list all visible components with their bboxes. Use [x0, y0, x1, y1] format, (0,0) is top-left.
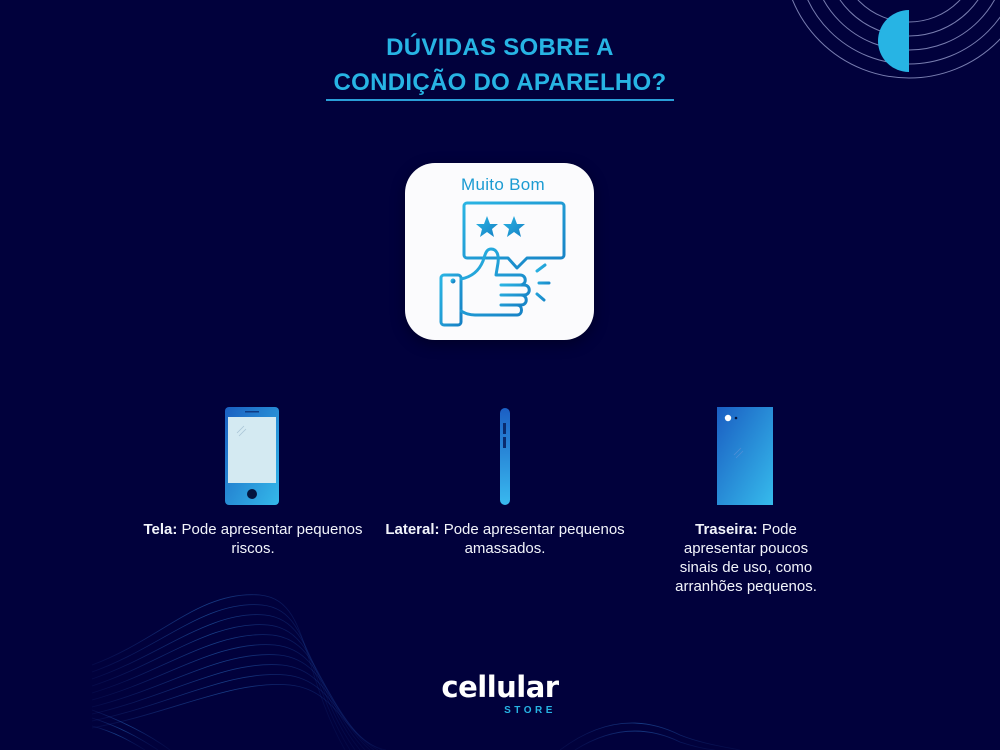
feature-back-title: Traseira:	[695, 521, 758, 538]
brand-name: cellular	[441, 670, 559, 704]
feature-back: Traseira: Pode apresentar poucos sinais …	[626, 405, 866, 596]
feature-side-title: Lateral:	[385, 521, 440, 538]
headline: DÚVIDAS SOBRE A CONDIÇÃO DO APARELHO?	[0, 30, 1000, 100]
feature-side-text: Lateral: Pode apresentar pequenos amassa…	[385, 520, 625, 558]
feature-back-body: Pode apresentar poucos sinais de uso, co…	[675, 521, 817, 595]
feature-side-body: Pode apresentar pequenos amassados.	[443, 521, 625, 557]
feature-screen-title: Tela:	[143, 521, 178, 538]
headline-line-1: DÚVIDAS SOBRE A	[386, 34, 614, 61]
feature-screen-body: Pode apresentar pequenos riscos.	[181, 521, 363, 557]
feature-side: Lateral: Pode apresentar pequenos amassa…	[385, 405, 625, 558]
phone-side-icon	[500, 408, 510, 505]
condition-features: Tela: Pode apresentar pequenos riscos. L…	[0, 405, 1000, 605]
feature-screen: Tela: Pode apresentar pequenos riscos.	[133, 405, 373, 558]
feature-screen-text: Tela: Pode apresentar pequenos riscos.	[133, 520, 373, 558]
brand-sub: STORE	[504, 705, 556, 716]
headline-underline	[326, 99, 674, 101]
rating-card: Muito Bom	[405, 163, 594, 340]
phone-screen-icon	[225, 407, 279, 505]
phone-back-icon	[717, 407, 773, 505]
headline-line-2: CONDIÇÃO DO APARELHO?	[333, 69, 667, 96]
feature-back-text: Traseira: Pode apresentar poucos sinais …	[626, 520, 866, 596]
rating-label: Muito Bom	[461, 175, 545, 194]
thumbs-up-review-icon	[439, 201, 566, 327]
brand-logo: cellular STORE	[0, 672, 1000, 716]
